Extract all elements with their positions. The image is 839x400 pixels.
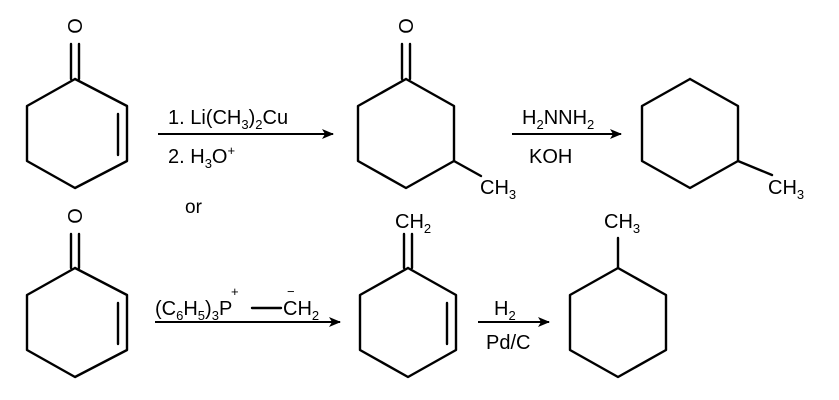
cyclohexenone-top: O bbox=[25, 18, 129, 190]
methyl-label: CH3 bbox=[604, 211, 640, 236]
or-separator: or bbox=[185, 197, 203, 218]
reaction-arrow-4: H2 Pd/C bbox=[478, 298, 550, 354]
reagent-koh: KOH bbox=[529, 146, 572, 168]
methylene-label: CH2 bbox=[395, 211, 431, 236]
reaction-arrow-3: (C6H5)3P + − CH2 bbox=[155, 284, 341, 327]
methylcyclohexane-top: CH3 bbox=[640, 77, 804, 202]
phosphonium-charge: + bbox=[231, 284, 239, 299]
oxygen-label: O bbox=[65, 18, 87, 34]
methylcyclohexanone: O CH3 bbox=[356, 18, 516, 202]
reaction-arrow-1: 1. Li(CH3)2Cu 2. H3O+ bbox=[158, 107, 334, 171]
carbanion-charge: − bbox=[287, 284, 295, 299]
reagent-hydrazine: H2NNH2 bbox=[522, 107, 594, 132]
oxygen-label: O bbox=[396, 18, 418, 34]
reagent-hydronium: 2. H3O+ bbox=[168, 143, 235, 171]
reaction-arrow-2: H2NNH2 KOH bbox=[512, 107, 622, 168]
reagent-pd-on-carbon: Pd/C bbox=[486, 332, 530, 354]
reagent-hydrogen: H2 bbox=[494, 298, 516, 323]
cyclohexenone-bottom: O bbox=[25, 208, 129, 379]
reagent-organocuprate: 1. Li(CH3)2Cu bbox=[168, 107, 288, 132]
methylenecyclohexene: CH2 bbox=[358, 211, 458, 379]
methyl-label: CH3 bbox=[480, 177, 516, 202]
methylcyclohexane-bottom: CH3 bbox=[568, 211, 668, 379]
oxygen-label: O bbox=[65, 208, 87, 224]
methyl-label: CH3 bbox=[768, 177, 804, 202]
reagent-wittig-ylide: (C6H5)3P bbox=[155, 298, 232, 323]
ylide-carbon-label: CH2 bbox=[283, 298, 319, 323]
